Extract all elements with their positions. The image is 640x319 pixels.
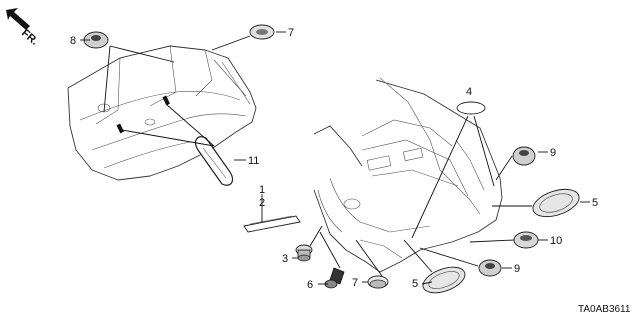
callout-9-lower: 9 [514,263,520,275]
grommet-7-upper-part [249,24,275,40]
callout-11: 11 [248,155,259,167]
callout-labels: 8 7 11 1 2 3 6 7 4 9 5 10 9 5 [70,27,598,291]
callout-8: 8 [70,35,76,47]
oval-plug-4-part [456,101,486,115]
callout-4: 4 [466,86,472,98]
oval-seal-11-part [194,136,234,186]
callout-7-upper: 7 [288,27,294,39]
callout-10: 10 [550,235,562,247]
plug-9-upper-part [512,146,536,166]
rear-body-assembly [313,77,503,273]
arrow-up-left-icon [6,8,30,30]
oval-plug-5-upper-part [532,188,580,218]
callout-3: 3 [282,253,288,265]
callout-2: 2 [259,197,265,209]
callout-5-upper: 5 [592,197,598,209]
oval-plug-5-lower-part [422,266,466,294]
front-direction-marker: FR. [6,8,40,48]
plug-9-lower-part [478,259,502,277]
leader-lines [80,31,590,285]
grommet-8-part [83,31,109,49]
plug-10-part [513,231,539,249]
side-seal-strip-part [243,215,301,233]
callout-1: 1 [259,184,265,196]
clip-6-part [324,267,345,289]
callout-6: 6 [307,279,313,291]
callout-9-upper: 9 [550,147,556,159]
floor-panel-assembly [67,45,257,181]
callout-5-lower: 5 [412,278,418,290]
diagram-code: TA0AB3611 [578,304,631,315]
front-direction-label: FR. [19,27,40,48]
grommet-7-lower-part [367,275,389,289]
callout-7-lower: 7 [352,277,358,289]
plug-3-part [295,244,313,262]
